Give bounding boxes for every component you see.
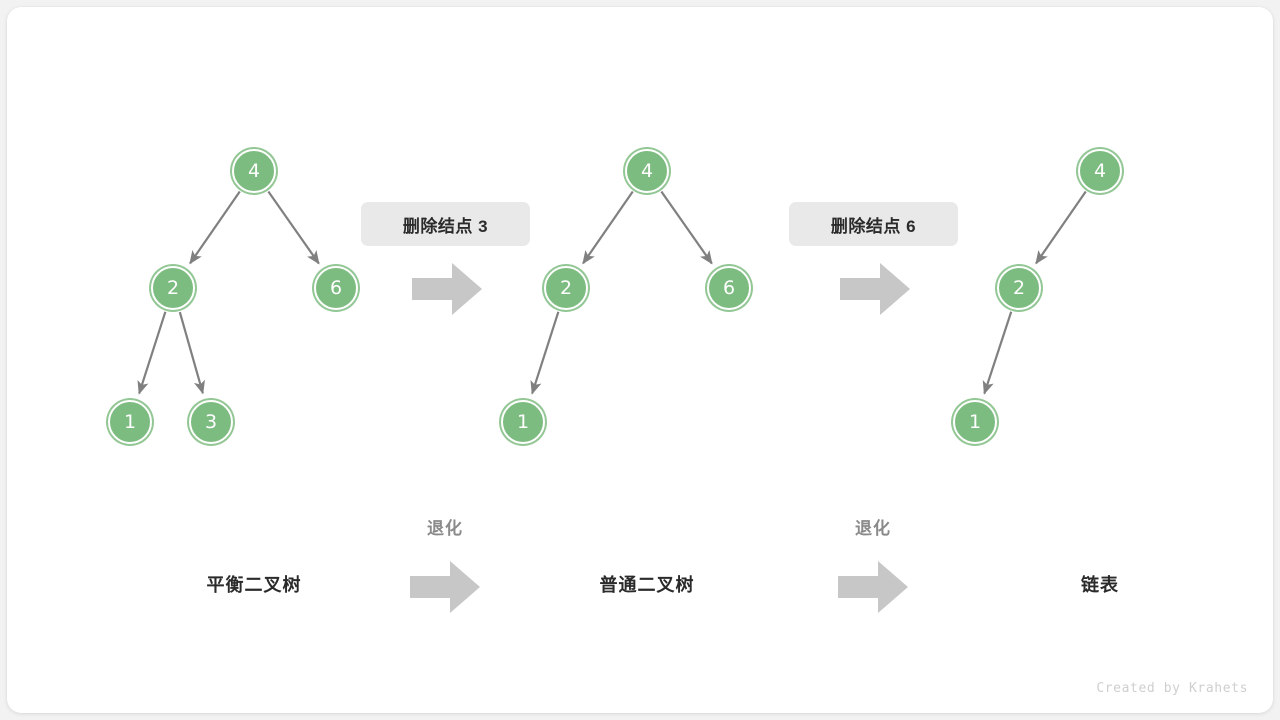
tree-node-linkedlist-1: 1 [953,400,997,444]
tree-edge-layer [137,190,1087,395]
degeneration-label-delete-3: 退化 [427,519,463,538]
degeneration-arrow-delete-3 [410,561,480,613]
operation-chip-delete-6: 删除结点 6 [789,202,958,246]
tree-node-linkedlist-4: 4 [1078,149,1122,193]
tree-node-ordinary-1: 1 [501,400,545,444]
tree-node-balanced-6: 6 [314,266,358,310]
tree-node-ordinary-4: 4 [625,149,669,193]
stage-caption-balanced: 平衡二叉树 [206,575,302,595]
tree-node-balanced-2: 2 [151,266,195,310]
degeneration-label-delete-6: 退化 [855,519,891,538]
tree-node-linkedlist-2: 2 [997,266,1041,310]
tree-edge [982,311,1013,395]
stage-caption-linkedlist: 链表 [1081,575,1119,595]
degeneration-arrow-delete-6 [838,561,908,613]
operation-chip-delete-3: 删除结点 3 [361,202,530,246]
tree-edge [582,190,634,265]
tree-node-balanced-3: 3 [189,400,233,444]
tree-edge [660,190,713,265]
transition-arrow-delete-3 [412,263,482,315]
stage-caption-ordinary: 普通二叉树 [599,575,695,595]
tree-node-ordinary-6: 6 [707,266,751,310]
tree-node-balanced-1: 1 [108,400,152,444]
tree-node-ordinary-2: 2 [544,266,588,310]
tree-edge [267,190,320,265]
tree-edge [1035,190,1087,265]
tree-edge [189,190,241,265]
tree-edge [137,311,167,395]
tree-edge [530,311,560,395]
watermark-credit: Created by Krahets [1096,681,1248,696]
tree-edge [178,311,205,395]
transition-arrow-delete-6 [840,263,910,315]
tree-node-balanced-4: 4 [232,149,276,193]
